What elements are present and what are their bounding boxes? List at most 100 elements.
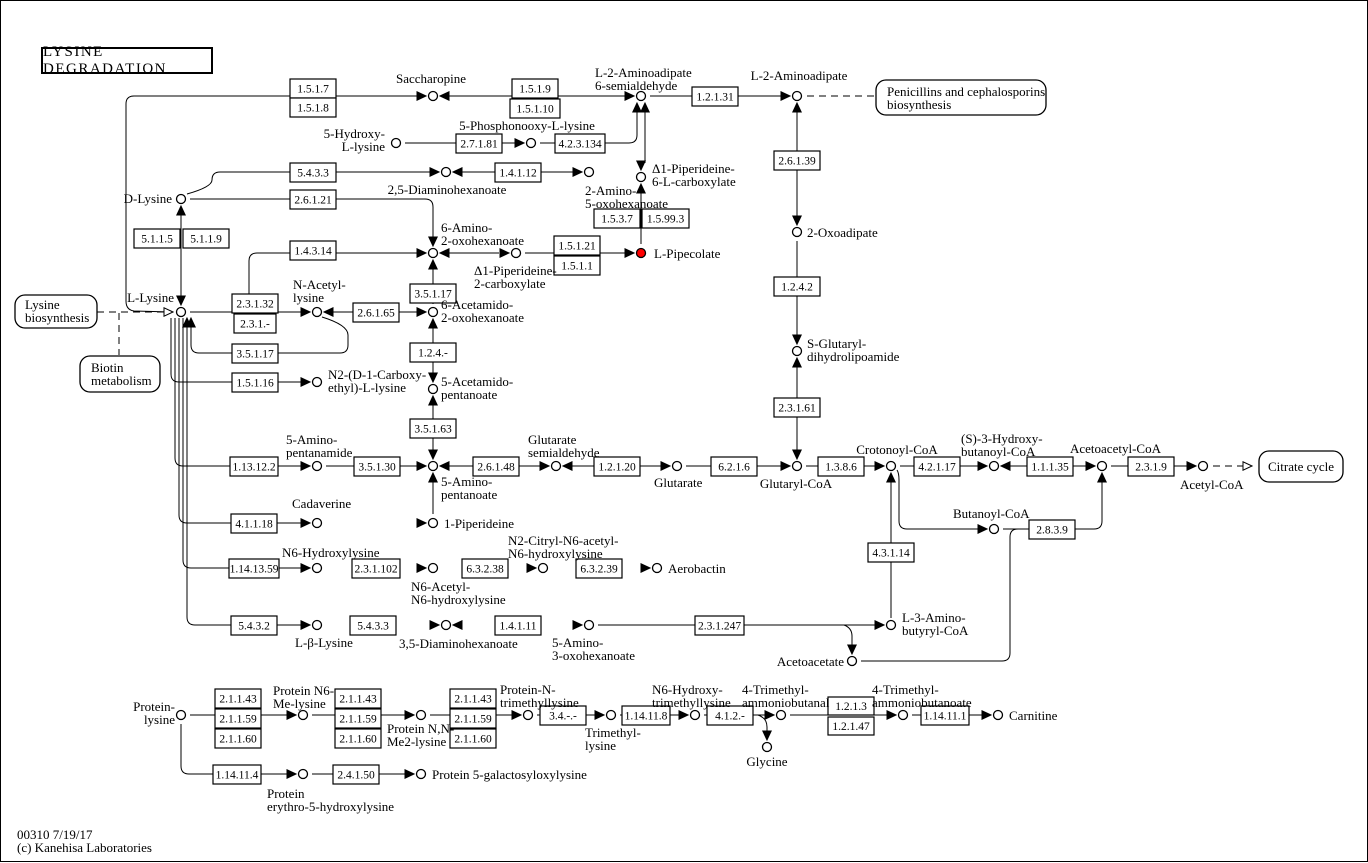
enzyme-box-1-4-3-14[interactable]: 1.4.3.14 xyxy=(289,240,337,261)
enzyme-box-3-4[interactable]: 3.4.-.- xyxy=(539,705,587,726)
compound-4-trimethyl-ammoniobutanal[interactable]: 4-Trimethyl-ammoniobutanal xyxy=(742,682,830,721)
enzyme-box-1-14-11-8[interactable]: 1.14.11.8 xyxy=(621,705,671,726)
enzyme-box-2-1-1-43[interactable]: 2.1.1.43 xyxy=(334,688,382,709)
compound-l-pipecolate[interactable]: L-Pipecolate xyxy=(635,246,721,261)
compound-d-lysine[interactable]: D-Lysine xyxy=(124,191,187,206)
enzyme-box-1-2-1-3[interactable]: 1.2.1.3 xyxy=(827,696,875,716)
enzyme-box-1-4-1-11[interactable]: 1.4.1.11 xyxy=(494,615,542,636)
enzyme-box-1-5-1-9[interactable]: 1.5.1.9 xyxy=(511,78,559,99)
compound-l-lysine[interactable]: L-Lysine xyxy=(127,290,187,318)
enzyme-box-2-1-1-60[interactable]: 2.1.1.60 xyxy=(214,728,262,749)
compound-glutarate[interactable]: Glutarate xyxy=(654,460,703,491)
enzyme-box-1-5-1-8[interactable]: 1.5.1.8 xyxy=(289,97,337,118)
enzyme-box-2-6-1-65[interactable]: 2.6.1.65 xyxy=(352,302,400,323)
enzyme-box-5-4-3-3[interactable]: 5.4.3.3 xyxy=(289,162,337,183)
compound-1-piperideine-2-carboxylate[interactable]: Δ1-Piperideine-2-carboxylate xyxy=(474,247,557,292)
compound-n6-hydroxy-trimethyllysine[interactable]: N6-Hydroxy-trimethyllysine xyxy=(652,682,731,721)
compound-n-acetyl-lysine[interactable]: N-Acetyl-lysine xyxy=(293,277,346,318)
compound-butanoyl-coa[interactable]: Butanoyl-CoA xyxy=(953,506,1030,535)
enzyme-box-2-3-1-247[interactable]: 2.3.1.247 xyxy=(694,615,745,636)
compound-acetoacetyl-coa[interactable]: Acetoacetyl-CoA xyxy=(1070,441,1162,472)
compound-4-trimethyl-ammoniobutanoate[interactable]: 4-Trimethyl-ammoniobutanoate xyxy=(872,682,972,721)
enzyme-box-4-1-1-18[interactable]: 4.1.1.18 xyxy=(230,513,278,534)
compound-protein-n-trimethyllysine[interactable]: Protein-N-trimethyllysine xyxy=(500,682,579,721)
enzyme-box-1-2-1-47[interactable]: 1.2.1.47 xyxy=(827,716,875,736)
enzyme-box-4-2-1-17[interactable]: 4.2.1.17 xyxy=(913,456,961,477)
enzyme-box-2-7-1-81[interactable]: 2.7.1.81 xyxy=(455,133,503,154)
compound-s-glutaryl-dihydrolipoamide[interactable]: S-Glutaryl-dihydrolipoamide xyxy=(791,336,900,364)
enzyme-box-2-1-1-60[interactable]: 2.1.1.60 xyxy=(334,728,382,749)
enzyme-box-1-14-11-1[interactable]: 1.14.11.1 xyxy=(920,705,970,726)
compound-6-acetamido-2-oxohexanoate[interactable]: 6-Acetamido-2-oxohexanoate xyxy=(427,297,525,325)
compound-protein-5-galactosyloxylysine[interactable]: Protein 5-galactosyloxylysine xyxy=(415,767,588,782)
enzyme-box-1-5-3-7[interactable]: 1.5.3.7 xyxy=(593,208,641,229)
enzyme-box-1-5-1-21[interactable]: 1.5.1.21 xyxy=(553,235,601,256)
compound-protein-n-n-me2-lysine[interactable]: Protein N,N-Me2-lysine xyxy=(387,709,454,750)
compound-s-3-hydroxy-butanoyl-coa[interactable]: (S)-3-Hydroxy-butanoyl-CoA xyxy=(961,431,1043,472)
compound-trimethyl-lysine[interactable]: Trimethyl-lysine xyxy=(585,709,641,754)
compound-1-piperideine[interactable]: 1-Piperideine xyxy=(427,516,515,531)
compound-5-hydroxy-l-lysine[interactable]: 5-Hydroxy-L-lysine xyxy=(324,126,402,154)
compound-5-amino-pentanoate[interactable]: 5-Amino-pentanoate xyxy=(427,460,498,503)
compound-acetyl-coa[interactable]: Acetyl-CoA xyxy=(1180,460,1244,493)
compound-2-oxoadipate[interactable]: 2-Oxoadipate xyxy=(791,225,878,240)
enzyme-box-6-2-1-6[interactable]: 6.2.1.6 xyxy=(710,456,758,477)
enzyme-box-2-6-1-48[interactable]: 2.6.1.48 xyxy=(472,456,520,477)
enzyme-box-1-2-1-31[interactable]: 1.2.1.31 xyxy=(691,86,739,107)
enzyme-box-1-5-1-10[interactable]: 1.5.1.10 xyxy=(509,98,561,119)
enzyme-box-1-5-1-7[interactable]: 1.5.1.7 xyxy=(289,78,337,99)
compound-protein-lysine[interactable]: Protein-lysine xyxy=(133,699,187,727)
compound-2-amino-5-oxohexanoate[interactable]: 2-Amino-5-oxohexanoate xyxy=(583,166,669,212)
enzyme-box-2-3-1-61[interactable]: 2.3.1.61 xyxy=(773,397,821,418)
enzyme-box-3-5-1-63[interactable]: 3.5.1.63 xyxy=(409,418,457,439)
compound-n2-citryl-n6-acetyl-n6-hydroxylysine[interactable]: N2-Citryl-N6-acetyl-N6-hydroxylysine xyxy=(508,533,618,574)
compound-5-phosphonooxy-l-lysine[interactable]: 5-Phosphonooxy-L-lysine xyxy=(459,118,595,149)
enzyme-box-2-3-1-32[interactable]: 2.3.1.32 xyxy=(231,293,279,314)
enzyme-box-1-13-12-2[interactable]: 1.13.12.2 xyxy=(229,456,279,477)
compound-3-5-diaminohexanoate[interactable]: 3,5-Diaminohexanoate xyxy=(399,619,518,652)
enzyme-box-1-2-4[interactable]: 1.2.4.- xyxy=(409,342,457,363)
compound-5-amino-3-oxohexanoate[interactable]: 5-Amino-3-oxohexanoate xyxy=(552,619,635,664)
enzyme-box-2-1-1-43[interactable]: 2.1.1.43 xyxy=(449,688,497,709)
enzyme-box-3-5-1-30[interactable]: 3.5.1.30 xyxy=(353,456,401,477)
enzyme-box-6-3-2-39[interactable]: 6.3.2.39 xyxy=(575,558,623,579)
enzyme-box-2-1-1-59[interactable]: 2.1.1.59 xyxy=(214,708,262,729)
compound-l-2-aminoadipate[interactable]: L-2-Aminoadipate xyxy=(751,68,848,102)
enzyme-box-2-1-1-59[interactable]: 2.1.1.59 xyxy=(449,708,497,729)
enzyme-box-1-14-13-59[interactable]: 1.14.13.59 xyxy=(228,558,280,579)
enzyme-box-5-1-1-5[interactable]: 5.1.1.5 xyxy=(133,228,181,249)
compound-1-piperideine-6-l-carboxylate[interactable]: Δ1-Piperideine-6-L-carboxylate xyxy=(635,161,736,189)
enzyme-box-3-5-1-17[interactable]: 3.5.1.17 xyxy=(231,343,279,364)
enzyme-box-2-4-1-50[interactable]: 2.4.1.50 xyxy=(332,764,380,785)
compound-5-acetamido-pentanoate[interactable]: 5-Acetamido-pentanoate xyxy=(427,374,514,402)
enzyme-box-1-4-1-12[interactable]: 1.4.1.12 xyxy=(494,162,542,183)
enzyme-box-2-6-1-21[interactable]: 2.6.1.21 xyxy=(289,189,337,210)
compound-n6-hydroxylysine[interactable]: N6-Hydroxylysine xyxy=(282,545,380,574)
enzyme-box-2-3-1-9[interactable]: 2.3.1.9 xyxy=(1127,456,1175,477)
enzyme-box-4-3-1-14[interactable]: 4.3.1.14 xyxy=(867,542,915,563)
enzyme-box-4-1-2[interactable]: 4.1.2.- xyxy=(706,705,754,726)
enzyme-box-1-14-11-4[interactable]: 1.14.11.4 xyxy=(212,764,262,785)
enzyme-box-2-3-1-102[interactable]: 2.3.1.102 xyxy=(351,558,401,579)
enzyme-box-2-1-1-60[interactable]: 2.1.1.60 xyxy=(449,728,497,749)
pathway-link-citrate-cycle[interactable]: Citrate cycle xyxy=(1258,450,1344,483)
enzyme-box-3-5-1-17[interactable]: 3.5.1.17 xyxy=(409,283,457,304)
enzyme-box-6-3-2-38[interactable]: 6.3.2.38 xyxy=(461,558,509,579)
compound-l-lysine[interactable]: L-β-Lysine xyxy=(295,619,353,651)
compound-n2-d-1-carboxyethyl-l-lysine[interactable]: N2-(D-1-Carboxy-ethyl)-L-lysine xyxy=(311,367,427,395)
enzyme-box-1-1-1-35[interactable]: 1.1.1.35 xyxy=(1026,456,1074,477)
enzyme-box-1-5-1-16[interactable]: 1.5.1.16 xyxy=(231,372,279,393)
compound-l-3-amino-butyryl-coa[interactable]: L-3-Amino-butyryl-CoA xyxy=(885,610,970,638)
compound-glycine[interactable]: Glycine xyxy=(746,741,788,770)
enzyme-box-1-3-8-6[interactable]: 1.3.8.6 xyxy=(817,456,865,477)
enzyme-box-1-2-4-2[interactable]: 1.2.4.2 xyxy=(773,276,821,297)
enzyme-box-2-1-1-43[interactable]: 2.1.1.43 xyxy=(214,688,262,709)
enzyme-box-5-4-3-2[interactable]: 5.4.3.2 xyxy=(230,615,278,636)
compound-crotonoyl-coa[interactable]: Crotonoyl-CoA xyxy=(856,442,938,472)
